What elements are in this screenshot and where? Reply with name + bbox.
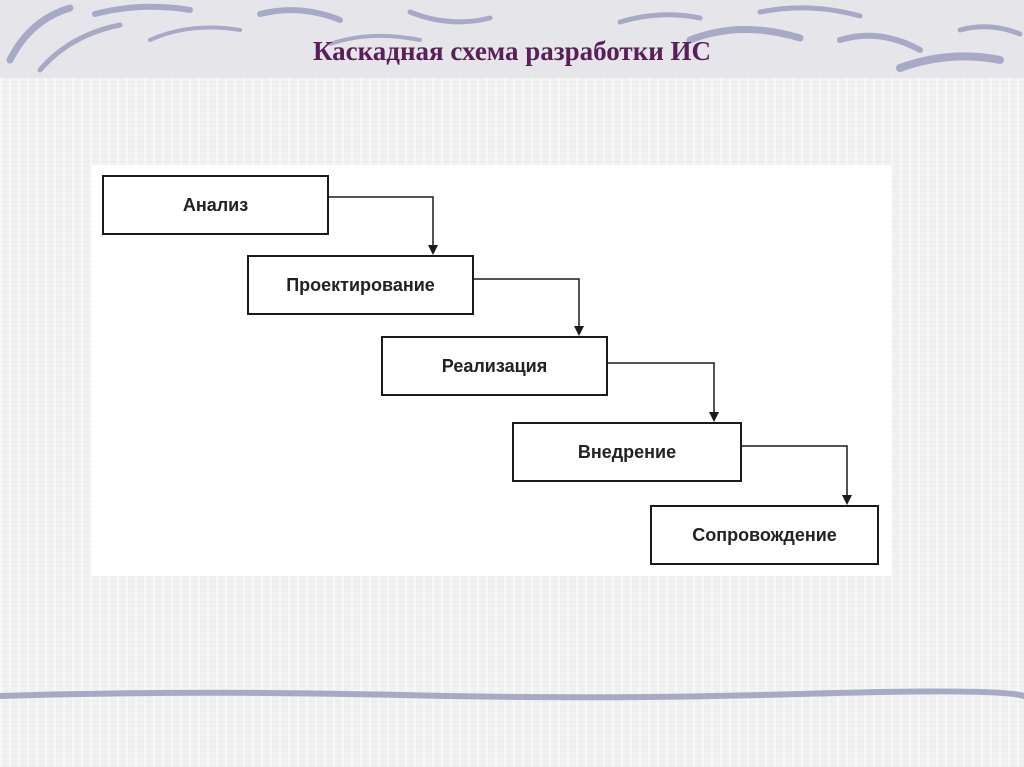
slide-title: Каскадная схема разработки ИС bbox=[312, 36, 712, 66]
waterfall-diagram: Анализ Проектирование Реализация Внедрен… bbox=[92, 165, 891, 576]
stage-box-design: Проектирование bbox=[247, 255, 474, 315]
stage-box-maintenance: Сопровождение bbox=[650, 505, 879, 565]
header-decoration bbox=[0, 0, 1024, 78]
stage-connectors bbox=[329, 196, 852, 505]
stage-box-analysis: Анализ bbox=[102, 175, 329, 235]
stage-box-deployment: Внедрение bbox=[512, 422, 742, 482]
stage-box-implementation: Реализация bbox=[381, 336, 608, 396]
footer-decoration bbox=[0, 688, 1024, 701]
